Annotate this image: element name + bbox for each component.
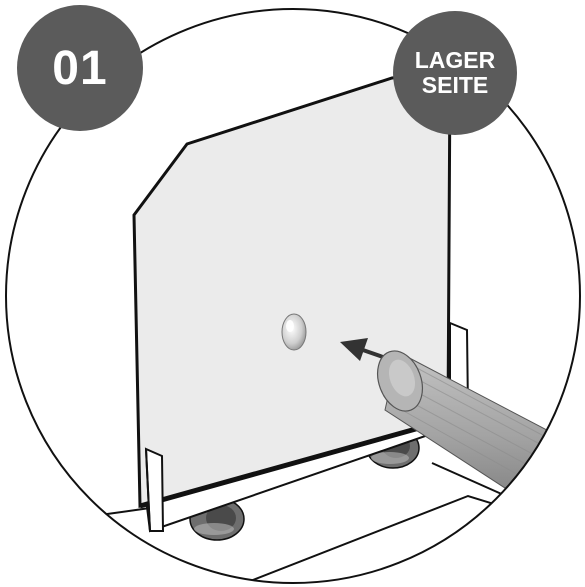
step-number: 01 (52, 41, 108, 95)
side-label-badge: LAGER SEITE (393, 11, 517, 135)
dowel-hole-icon (281, 313, 307, 351)
illustration-frame (5, 8, 581, 584)
step-number-badge: 01 (17, 5, 143, 131)
side-label-line1: LAGER (414, 47, 496, 73)
side-label-line2: SEITE (421, 72, 489, 98)
scene-contents (99, 70, 580, 583)
bracket-left (144, 447, 165, 532)
